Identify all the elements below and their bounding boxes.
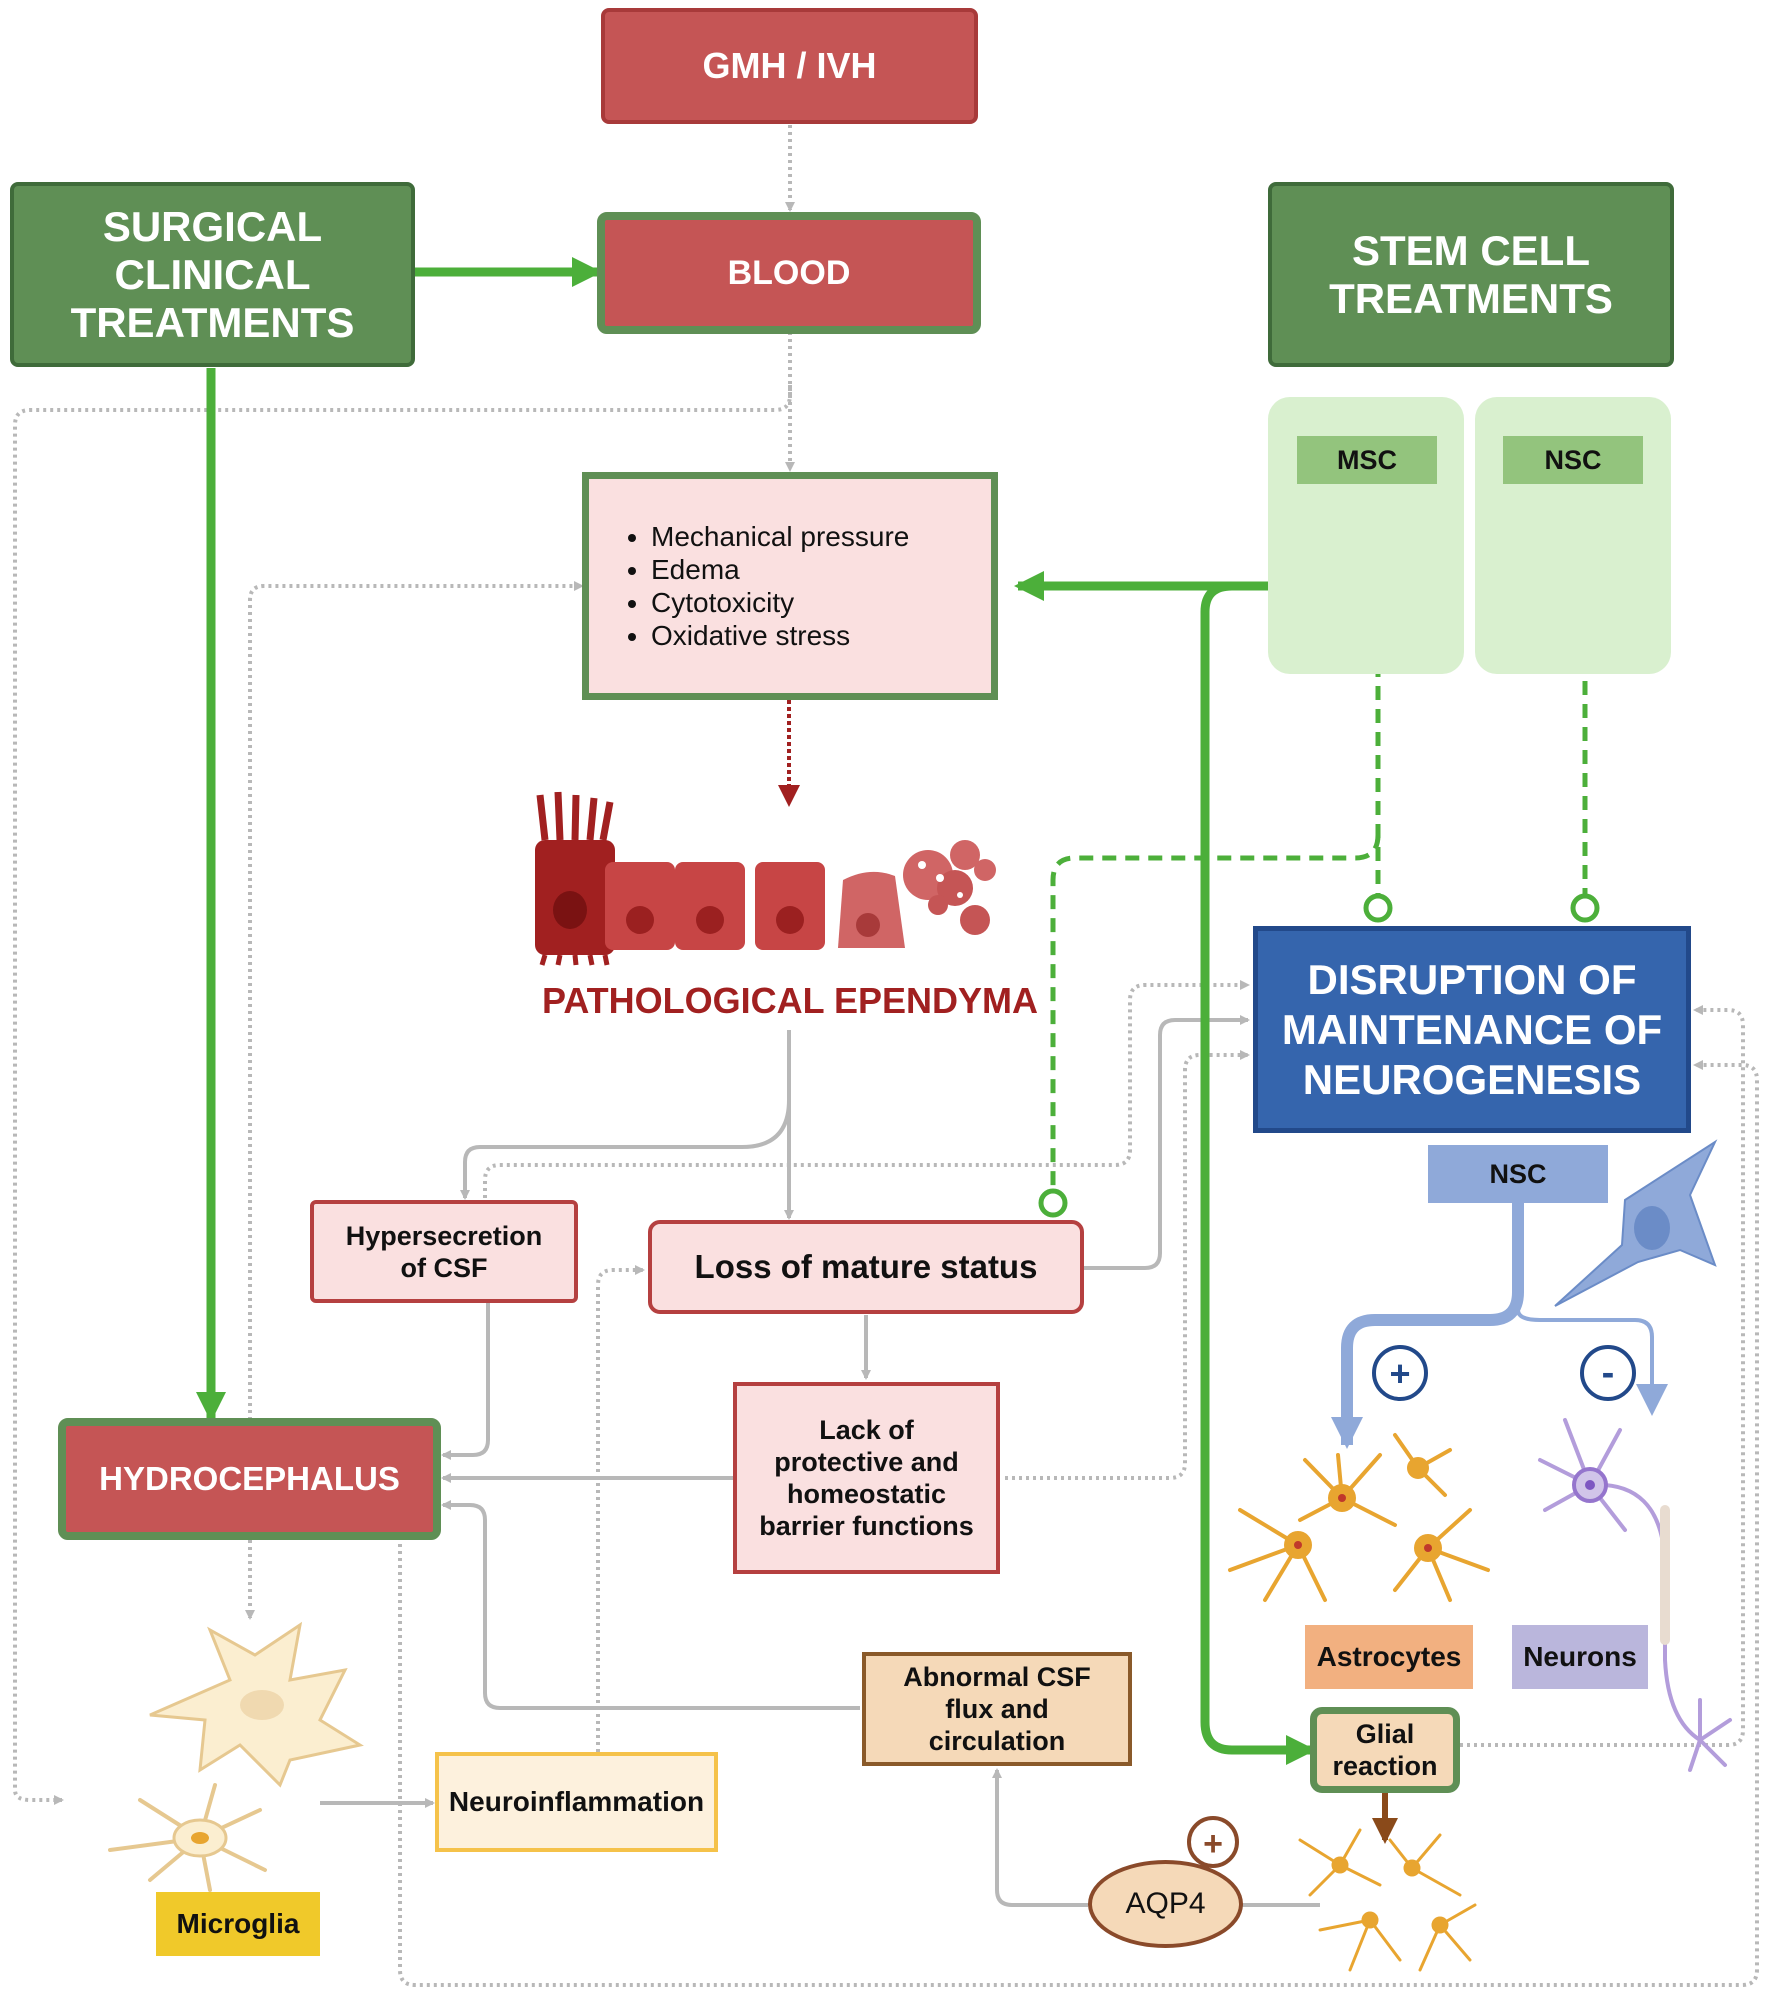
- inhibit-end-loss: [1038, 1188, 1068, 1218]
- reactive-glia-icon: [1298, 1828, 1477, 1972]
- abnormal-csf-flux-box: Abnormal CSF flux and circulation: [862, 1652, 1132, 1766]
- stem-cell-to-glial-arrow: [1200, 581, 1316, 1765]
- hypersecretion-csf-box: Hypersecretion of CSF: [310, 1200, 578, 1303]
- damage-item-edema: Edema: [651, 553, 909, 586]
- nsc-to-neurons-arrow: [1516, 1309, 1668, 1416]
- nsc-branch-connectors: [1331, 1200, 1668, 1449]
- disruption-neurogenesis-box: DISRUPTION OF MAINTENANCE OF NEUROGENESI…: [1253, 926, 1691, 1133]
- damage-mechanisms-list: Mechanical pressure Edema Cytotoxicity O…: [589, 520, 909, 652]
- glial-line-2: reaction: [1332, 1751, 1438, 1781]
- msc-inhibit-loss-line: [1050, 834, 1381, 1190]
- nsc-to-astrocytes-arrow: [1331, 1200, 1524, 1449]
- inhibit-badge: -: [1580, 1345, 1636, 1401]
- stem-cell-line-2: TREATMENTS: [1329, 274, 1613, 322]
- glial-line-1: Glial: [1355, 1719, 1415, 1749]
- hydrocephalus-loop-to-disruption-arrow: [398, 1060, 1759, 1987]
- lack-barrier-line-2: protective and: [774, 1447, 959, 1477]
- inhibition-connectors: [1050, 635, 1588, 1190]
- stem-cell-treatments-box: STEM CELL TREATMENTS: [1268, 182, 1674, 367]
- ependyma-to-hypersecretion-arrow: [460, 1099, 791, 1200]
- promote-sign: +: [1389, 1353, 1410, 1394]
- aqp4-node: AQP4: [1088, 1860, 1243, 1948]
- damage-mechanisms-box: Mechanical pressure Edema Cytotoxicity O…: [582, 472, 998, 700]
- damage-item-cytotoxicity: Cytotoxicity: [651, 586, 909, 619]
- microglia-icon: [108, 1621, 364, 1892]
- hypersecretion-to-disruption-arrow: [483, 980, 1250, 1198]
- inhibit-end-nsc: [1570, 893, 1600, 923]
- hypersecretion-line-1: Hypersecretion: [345, 1220, 543, 1251]
- astrocytes-label: Astrocytes: [1305, 1625, 1473, 1689]
- msc-label: MSC: [1297, 436, 1437, 484]
- disruption-line-3: NEUROGENESIS: [1302, 1055, 1642, 1103]
- inhibit-end-msc: [1363, 893, 1393, 923]
- surgical-line-3: TREATMENTS: [70, 298, 355, 346]
- pathological-ependyma-label: PATHOLOGICAL EPENDYMA: [541, 980, 1039, 1021]
- abnormal-csf-line-3: circulation: [928, 1726, 1066, 1756]
- microglia-label: Microglia: [156, 1892, 320, 1956]
- dotted-connectors: [13, 125, 1759, 1987]
- surgical-line-1: SURGICAL: [102, 202, 323, 250]
- nsc-top-label: NSC: [1503, 436, 1643, 484]
- hydrocephalus-box: HYDROCEPHALUS: [58, 1418, 441, 1540]
- aqp4-plus-sign: +: [1203, 1825, 1223, 1863]
- damage-item-oxidative-stress: Oxidative stress: [651, 619, 909, 652]
- aqp4-plus-badge: +: [1187, 1816, 1239, 1868]
- neuroinflammation-to-loss-arrow: [596, 1265, 645, 1752]
- loss-to-disruption-arrow: [1083, 1015, 1250, 1270]
- treatment-connectors: [196, 257, 1316, 1765]
- disruption-line-2: MAINTENANCE OF: [1281, 1005, 1663, 1053]
- glial-to-disruption-arrow: [1460, 1005, 1745, 1747]
- damage-item-mechanical-pressure: Mechanical pressure: [651, 520, 909, 553]
- blue-neural-stem-cell-icon: [1554, 1139, 1718, 1307]
- lack-barrier-functions-box: Lack of protective and homeostatic barri…: [733, 1382, 1000, 1574]
- glial-reaction-box: Glial reaction: [1310, 1707, 1460, 1793]
- nsc-mid-label: NSC: [1428, 1145, 1608, 1203]
- blood-to-microglia-arrow: [13, 385, 792, 1805]
- hypersecretion-line-2: of CSF: [400, 1252, 488, 1283]
- ependymal-cells-icon: [535, 791, 996, 966]
- solid-connectors: [320, 1015, 1320, 1907]
- hydrocephalus-to-damage-arrow: [248, 581, 584, 1420]
- lack-barrier-line-1: Lack of: [819, 1415, 914, 1445]
- loss-mature-status-box: Loss of mature status: [648, 1220, 1084, 1314]
- abnormal-csf-line-1: Abnormal CSF: [903, 1662, 1091, 1692]
- neuroinflammation-box: Neuroinflammation: [435, 1752, 718, 1852]
- promote-badge: +: [1372, 1345, 1428, 1401]
- lack-barrier-line-4: barrier functions: [759, 1511, 974, 1541]
- neuron-icon: [1538, 1418, 1732, 1772]
- abnormal-csf-to-hydrocephalus-arrow: [441, 1500, 860, 1710]
- inhibition-ends: [1038, 893, 1600, 1218]
- aqp4-to-abnormal-csf-arrow: [992, 1768, 1088, 1907]
- barrier-to-disruption-arrow: [1005, 1050, 1250, 1480]
- surgical-line-2: CLINICAL: [114, 250, 311, 298]
- disruption-line-1: DISRUPTION OF: [1307, 955, 1637, 1003]
- lack-barrier-line-3: homeostatic: [786, 1479, 947, 1509]
- hypersecretion-to-hydrocephalus-arrow: [441, 1302, 490, 1460]
- surgical-clinical-treatments-box: SURGICAL CLINICAL TREATMENTS: [10, 182, 415, 367]
- stem-cell-line-1: STEM CELL: [1352, 226, 1590, 274]
- blood-box: BLOOD: [597, 212, 981, 334]
- abnormal-csf-line-2: flux and: [945, 1694, 1049, 1724]
- astrocyte-icon: [1228, 1433, 1490, 1602]
- neurons-label: Neurons: [1512, 1625, 1648, 1689]
- inhibit-sign: -: [1602, 1352, 1615, 1394]
- gmh-ivh-box: GMH / IVH: [601, 8, 978, 124]
